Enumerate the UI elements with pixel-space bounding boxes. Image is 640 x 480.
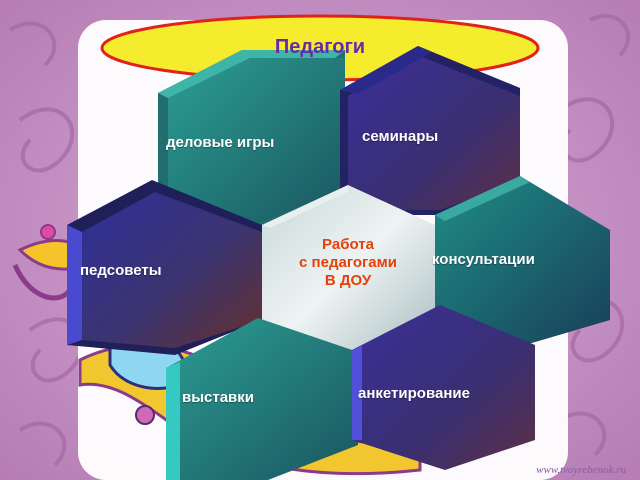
hexagon-exhibitions[interactable] <box>166 318 358 480</box>
center-caption-line-3: В ДОУ <box>324 272 372 289</box>
hexagon-teacher-councils[interactable] <box>67 180 262 355</box>
label-teacher-councils: педсоветы <box>80 262 162 279</box>
label-seminars: семинары <box>362 128 439 145</box>
watermark-url: www.tvoyrebenok.ru <box>536 464 626 476</box>
page-title: Педагоги <box>274 36 366 58</box>
hexagon-seminars[interactable] <box>340 46 520 215</box>
label-exhibitions: выставки <box>182 389 255 406</box>
label-consultations: консультации <box>432 251 535 268</box>
hexagon-consultations[interactable] <box>435 176 610 345</box>
hexagon-business-games[interactable] <box>158 50 345 230</box>
label-business-games: деловые игры <box>166 134 275 151</box>
center-caption-line-1: Работа <box>322 236 374 253</box>
hexagon-center <box>262 185 435 355</box>
hexagon-surveys[interactable] <box>352 305 535 470</box>
center-caption-line-2: с педагогами <box>299 254 397 271</box>
center-caption: Работа с педагогами В ДОУ <box>278 236 418 290</box>
label-surveys: анкетирование <box>358 385 470 402</box>
